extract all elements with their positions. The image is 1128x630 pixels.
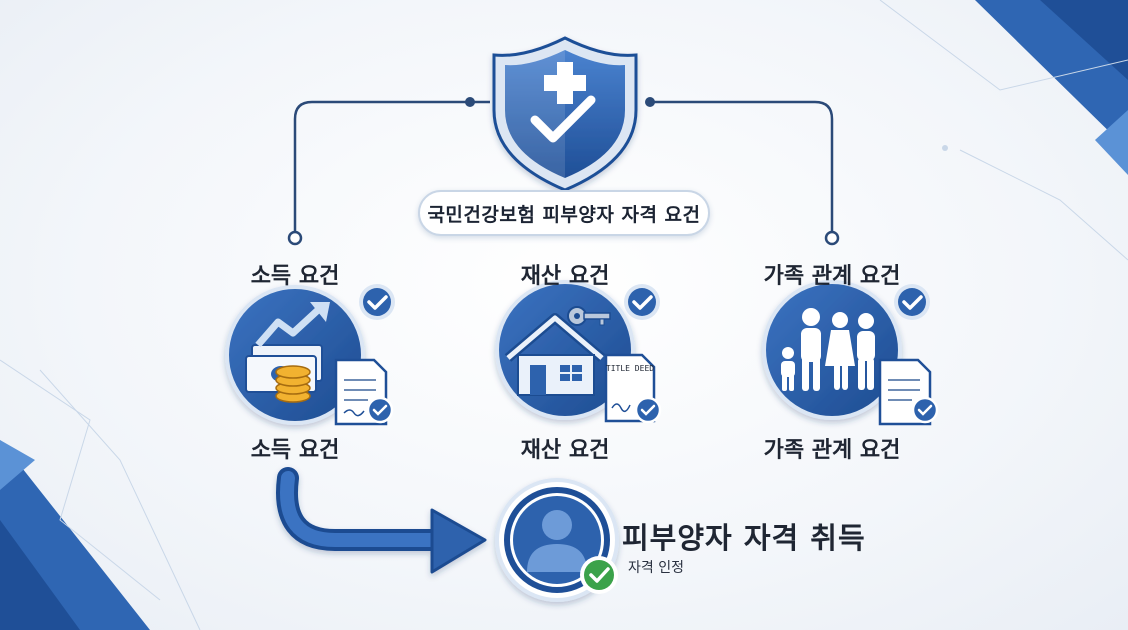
small-check-icon bbox=[366, 396, 394, 424]
connector-dot bbox=[824, 230, 840, 246]
income-requirement-icon bbox=[225, 284, 395, 426]
key-icon bbox=[567, 306, 611, 326]
shield-check-icon bbox=[492, 36, 638, 192]
property-requirement-icon: TITLE DEED bbox=[495, 280, 662, 424]
result-title: 피부양자 자격 취득 bbox=[622, 521, 866, 555]
corner-decoration-bottom-left bbox=[0, 359, 201, 630]
small-check-icon bbox=[634, 396, 662, 424]
property-label-bottom: 재산 요건 bbox=[520, 438, 610, 463]
family-requirement-icon bbox=[762, 280, 939, 426]
family-label-bottom: 가족 관계 요건 bbox=[763, 438, 901, 463]
curved-arrow-icon bbox=[276, 467, 487, 574]
success-check-icon bbox=[580, 556, 618, 594]
deed-title-text: TITLE DEED bbox=[606, 364, 654, 373]
corner-decoration-top-right bbox=[879, 0, 1128, 261]
check-badge-icon bbox=[894, 284, 930, 320]
family-label-top: 가족 관계 요건 bbox=[763, 264, 901, 289]
page-title: 국민건강보험 피부양자 자격 요건 bbox=[418, 190, 710, 236]
connector-dot bbox=[287, 230, 303, 246]
connector-dot bbox=[645, 97, 655, 107]
income-label-bottom: 소득 요건 bbox=[250, 438, 340, 463]
check-badge-icon bbox=[359, 284, 395, 320]
check-badge-icon bbox=[624, 284, 660, 320]
user-check-icon bbox=[495, 478, 619, 602]
connector-dot bbox=[465, 97, 475, 107]
small-check-icon bbox=[911, 396, 939, 424]
property-label-top: 재산 요건 bbox=[520, 264, 610, 289]
result-subtitle: 자격 인정 bbox=[628, 560, 684, 576]
income-label-top: 소득 요건 bbox=[250, 264, 340, 289]
